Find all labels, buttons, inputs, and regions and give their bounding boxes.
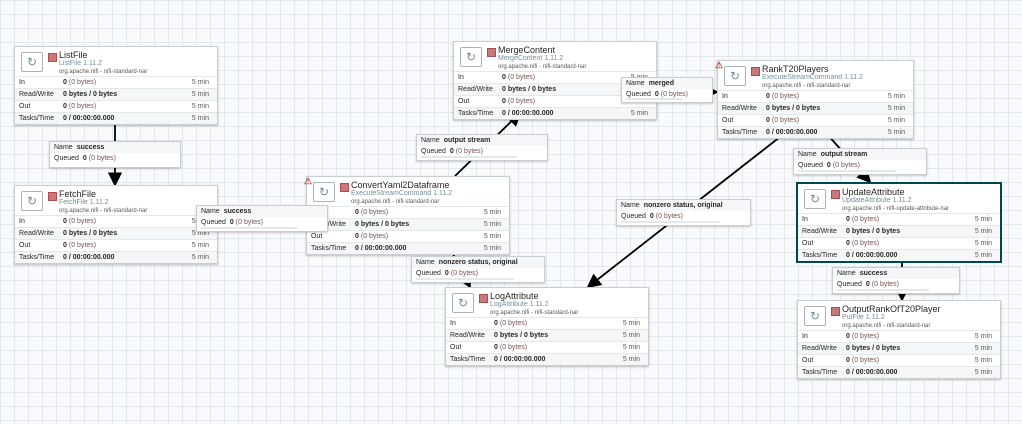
processor-type: UpdateAttribute 1.11.2 [842,197,912,204]
stopped-icon [487,48,496,57]
stopped-icon [48,192,57,201]
processor-name: ConvertYaml2Dataframe [351,180,450,190]
stopped-icon [340,183,349,192]
processor-listfile[interactable]: ↻ ListFile ListFile 1.11.2 org.apache.ni… [14,46,218,125]
processor-rankt20players[interactable]: ↻ ⚠ RankT20Players ExecuteStreamCommand … [715,60,914,139]
processor-outputrankoft20player[interactable]: ↻ OutputRankOfT20Player PutFile 1.11.2 o… [797,300,1001,379]
processor-bundle: org.apache.nifi - nifi-standard-nar [351,199,440,205]
stopped-icon [479,294,488,303]
processor-icon: ↻ [460,47,482,67]
processor-bundle: org.apache.nifi - nifi-update-attribute-… [842,206,950,212]
processor-icon: ↻ [724,66,746,86]
processor-type: LogAttribute 1.11.2 [490,301,549,308]
processor-bundle: org.apache.nifi - nifi-standard-nar [490,310,579,316]
stopped-icon [831,307,840,316]
processor-type: ExecuteStreamCommand 1.11.2 [351,190,453,197]
stat-in: In0 (0 bytes)5 min [15,215,217,227]
processor-logattribute[interactable]: ↻ LogAttribute LogAttribute 1.11.2 org.a… [445,287,649,366]
processor-bundle: org.apache.nifi - nifi-standard-nar [842,323,931,329]
processor-icon: ↻ [452,293,474,313]
processor-type: PutFile 1.11.2 [842,314,885,321]
warning-icon: ⚠ [715,60,724,70]
stat-in: In0 (0 bytes)5 min [307,206,509,218]
processor-mergecontent[interactable]: ↻ MergeContent MergeContent 1.11.2 org.a… [453,41,657,120]
processor-fetchfile[interactable]: ↻ FetchFile FetchFile 1.11.2 org.apache.… [14,185,218,264]
processor-icon: ↻ [21,52,43,72]
processor-name: UpdateAttribute [842,187,905,197]
processor-bundle: org.apache.nifi - nifi-standard-nar [498,64,587,70]
processor-bundle: org.apache.nifi - nifi-standard-nar [762,83,851,89]
processor-updateattribute[interactable]: ↻ UpdateAttribute UpdateAttribute 1.11.2… [797,183,1001,262]
stopped-icon [751,67,760,76]
processor-name: ListFile [59,50,88,60]
processor-name: OutputRankOfT20Player [842,304,941,314]
warning-icon: ⚠ [304,176,313,186]
processor-bundle: org.apache.nifi - nifi-standard-nar [59,69,148,75]
processor-name: RankT20Players [762,64,829,74]
processor-convertyaml2dataframe[interactable]: ↻ ⚠ ConvertYaml2Dataframe ExecuteStreamC… [304,176,510,255]
processor-type: MergeContent 1.11.2 [498,55,564,62]
processor-type: ListFile 1.11.2 [59,60,103,67]
processor-type: FetchFile 1.11.2 [59,199,109,206]
processor-icon: ↻ [21,191,43,211]
processor-bundle: org.apache.nifi - nifi-standard-nar [59,208,148,214]
processor-name: LogAttribute [490,291,539,301]
processor-icon: ↻ [804,306,826,326]
processor-name: FetchFile [59,189,97,199]
processor-type: ExecuteStreamCommand 1.11.2 [762,74,864,81]
stopped-icon [831,190,840,199]
processor-icon: ↻ [804,189,826,209]
processor-name: MergeContent [498,45,556,55]
stopped-icon [48,53,57,62]
processor-icon: ↻ [313,182,335,202]
